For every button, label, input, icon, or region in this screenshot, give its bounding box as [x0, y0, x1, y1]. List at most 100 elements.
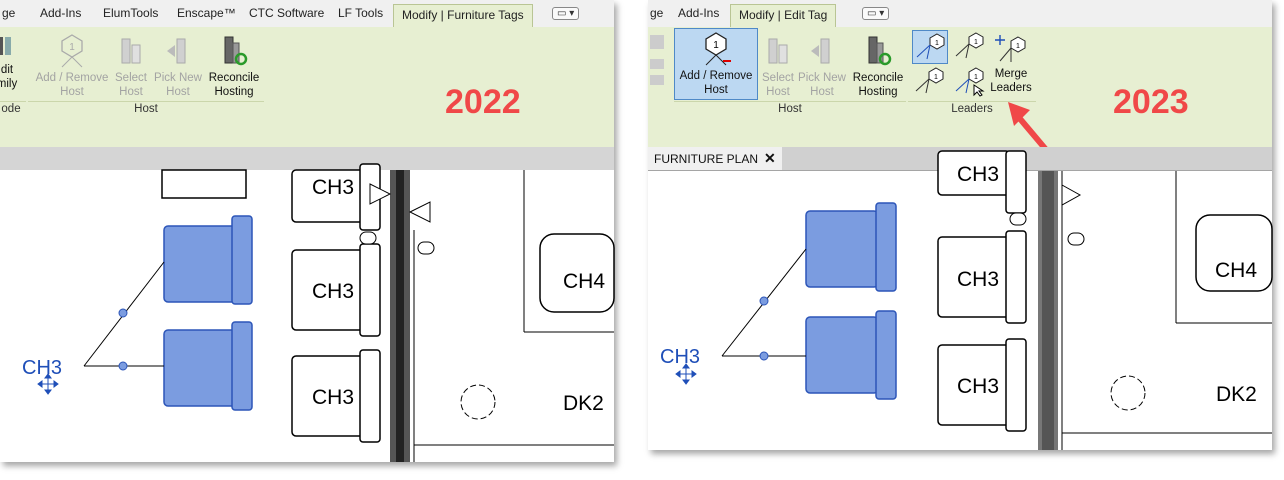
- svg-text:CH3: CH3: [312, 176, 354, 199]
- svg-text:1: 1: [69, 42, 75, 53]
- svg-text:1: 1: [974, 39, 978, 46]
- svg-text:CH3: CH3: [312, 386, 354, 409]
- move-icon[interactable]: [37, 373, 59, 395]
- pick-new-host-button[interactable]: Pick New Host: [795, 31, 849, 99]
- chair-ch3: CH3: [937, 230, 1027, 324]
- reconcile-hosting-button[interactable]: Reconcile Hosting: [206, 31, 262, 99]
- svg-text:1: 1: [713, 40, 719, 51]
- desk-label: DK2: [1216, 383, 1257, 406]
- circle-fixture: [1110, 375, 1146, 411]
- tab-modify-furniture-tags[interactable]: Modify | Furniture Tags: [393, 4, 533, 28]
- tab-enscape[interactable]: Enscape™: [177, 6, 236, 20]
- leader-elbow-button[interactable]: 1: [912, 65, 948, 99]
- svg-text:1: 1: [935, 40, 939, 47]
- svg-text:CH3: CH3: [957, 163, 999, 186]
- leader-icon: 1: [955, 67, 985, 97]
- chair-ch3: CH3: [291, 243, 381, 337]
- desk-label: DK2: [563, 392, 604, 415]
- svg-text:CH3: CH3: [312, 280, 354, 303]
- group-mode-label: ode: [1, 103, 21, 115]
- close-icon[interactable]: ✕: [764, 150, 776, 166]
- selected-chair-1[interactable]: [163, 215, 253, 305]
- chair-ch4: [539, 233, 615, 313]
- year-label: 2023: [1113, 83, 1189, 121]
- tab-add-ins[interactable]: Add-Ins: [678, 6, 720, 20]
- year-label: 2022: [445, 83, 521, 121]
- modify-tools-icon: [650, 35, 664, 85]
- selected-chair-2[interactable]: [163, 321, 253, 411]
- tab-manage[interactable]: ge: [650, 6, 664, 20]
- select-host-button[interactable]: Select Host: [758, 31, 798, 99]
- svg-text:CH4: CH4: [563, 270, 605, 293]
- reconcile-hosting-icon: [224, 36, 248, 66]
- furniture-tag[interactable]: CH3: [660, 346, 700, 368]
- drawing-canvas: CH3 CH3 CH3 CH3: [0, 163, 615, 462]
- pick-new-host-icon: [167, 38, 186, 64]
- svg-text:CH4: CH4: [1215, 259, 1257, 282]
- edit-family-button[interactable]: dit mily: [0, 31, 22, 99]
- floor-plan: CH3 CH3: [660, 150, 1273, 450]
- svg-text:1: 1: [974, 74, 978, 81]
- door-symbol: [1061, 184, 1082, 206]
- arrow-icon: [1008, 102, 1051, 155]
- merge-leaders-icon: 1: [995, 35, 1026, 62]
- svg-text:CH3: CH3: [957, 268, 999, 291]
- chair-outline: [161, 169, 247, 199]
- tab-ctc-software[interactable]: CTC Software: [249, 6, 325, 20]
- circle-fixture: [460, 384, 496, 420]
- ribbon-tab-bar: ge Add-Ins ElumTools Enscape™ CTC Softwa…: [0, 0, 614, 28]
- ribbon-panel: dit mily ode 1 Add / Remove Host Select …: [0, 27, 614, 147]
- chair-ch3: CH3: [291, 163, 381, 231]
- merge-leaders-button[interactable]: 1 Merge Leaders: [988, 31, 1034, 99]
- selected-chair-1[interactable]: [805, 202, 897, 292]
- select-host-button[interactable]: Select Host: [112, 31, 150, 99]
- move-icon[interactable]: [675, 363, 697, 385]
- edit-family-icon: [0, 37, 11, 55]
- tab-manage[interactable]: ge: [2, 6, 16, 20]
- leader-select-button[interactable]: 1: [952, 65, 988, 99]
- leader-icon: 1: [955, 32, 984, 59]
- tag-host-icon: 1: [61, 34, 83, 68]
- tag-leaders[interactable]: [721, 248, 807, 361]
- furniture-tag[interactable]: CH3: [22, 357, 62, 379]
- reconcile-hosting-button[interactable]: Reconcile Hosting: [850, 31, 906, 99]
- select-host-icon: [768, 38, 788, 64]
- svg-text:1: 1: [1016, 43, 1020, 50]
- revit-2023-screenshot: ge Add-Ins Modify | Edit Tag ▭ ▾ 1 Add /…: [648, 0, 1273, 450]
- chair-ch3: CH3: [937, 150, 1027, 214]
- group-host-label: Host: [778, 103, 802, 115]
- door-symbol: [369, 183, 431, 223]
- chair-ch3: CH3: [291, 349, 381, 443]
- tag-leaders[interactable]: [83, 261, 165, 371]
- ribbon-options-icon[interactable]: ▭ ▾: [552, 7, 580, 20]
- leader-icon: 1: [916, 33, 945, 60]
- leader-end-free-button[interactable]: 1: [912, 30, 948, 64]
- ribbon-options-icon[interactable]: ▭ ▾: [862, 7, 890, 20]
- group-leaders-label: Leaders: [951, 103, 993, 115]
- ribbon-panel: 1 Add / Remove Host Select Host Pick New…: [648, 27, 1272, 147]
- revit-2022-screenshot: ge Add-Ins ElumTools Enscape™ CTC Softwa…: [0, 0, 615, 462]
- svg-text:CH3: CH3: [957, 375, 999, 398]
- group-host-label: Host: [134, 103, 158, 115]
- tag-host-icon: 1: [705, 32, 731, 66]
- svg-text:1: 1: [934, 74, 938, 81]
- drawing-canvas: CH3 CH3: [648, 150, 1273, 450]
- pick-new-host-icon: [811, 38, 830, 64]
- floor-plan: CH3 CH3 CH3 CH3: [22, 163, 615, 462]
- reconcile-hosting-icon: [868, 36, 892, 66]
- view-tab-bar: [0, 147, 614, 171]
- tab-modify-edit-tag[interactable]: Modify | Edit Tag: [730, 4, 837, 28]
- tab-add-ins[interactable]: Add-Ins: [40, 6, 82, 20]
- chair-ch4: [1195, 214, 1273, 292]
- selected-chair-2[interactable]: [805, 310, 897, 400]
- select-host-icon: [121, 38, 141, 64]
- leader-icon: 1: [915, 67, 944, 94]
- leader-attach-button[interactable]: 1: [952, 30, 988, 64]
- pick-new-host-button[interactable]: Pick New Host: [150, 31, 206, 99]
- add-remove-host-button[interactable]: 1 Add / Remove Host: [30, 31, 114, 99]
- add-remove-host-button[interactable]: 1 Add / Remove Host: [674, 28, 758, 100]
- tab-elumtools[interactable]: ElumTools: [103, 6, 159, 20]
- ribbon-tab-bar: ge Add-Ins Modify | Edit Tag ▭ ▾: [648, 0, 1272, 28]
- view-tab-furniture-plan[interactable]: FURNITURE PLAN✕: [648, 147, 782, 170]
- tab-lf-tools[interactable]: LF Tools: [338, 6, 384, 20]
